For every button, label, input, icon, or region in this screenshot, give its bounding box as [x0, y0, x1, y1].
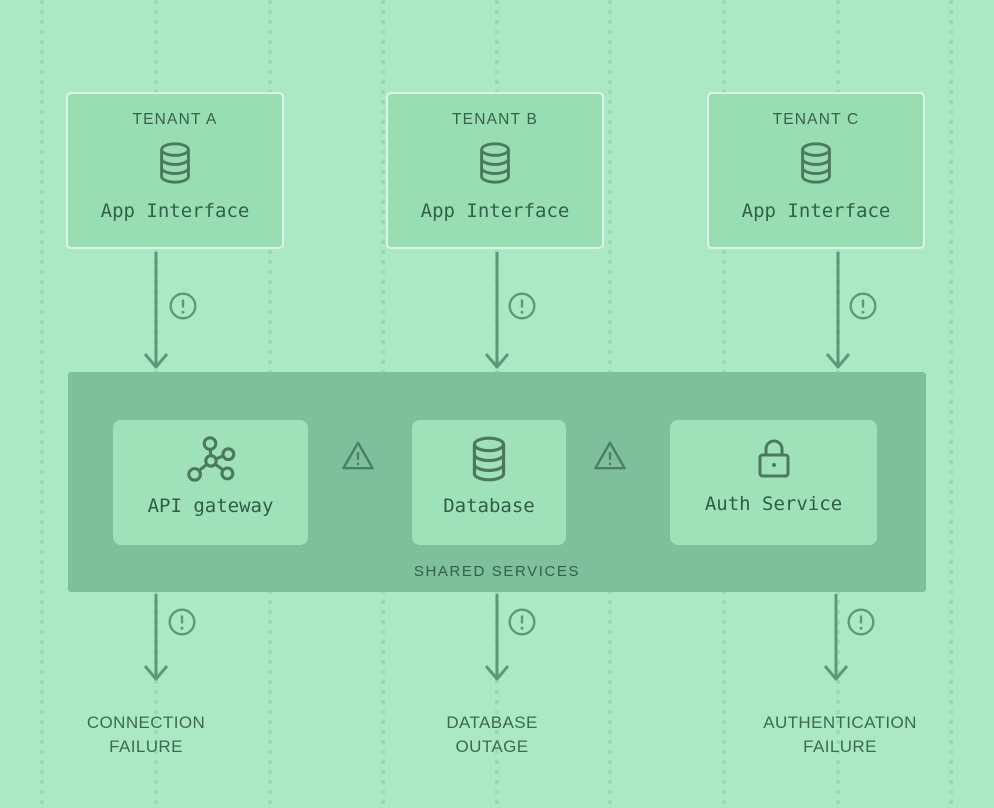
- exclamation-circle-icon: [169, 292, 197, 320]
- dotted-guide-line: [949, 0, 953, 808]
- exclamation-circle-icon: [168, 608, 196, 636]
- down-arrow: [825, 252, 851, 369]
- tenant-a-title: TENANT A: [132, 111, 218, 128]
- database-icon: [472, 140, 518, 191]
- failure-line: OUTAGE: [455, 737, 529, 756]
- api-gateway-label: API gateway: [147, 495, 274, 517]
- database-icon: [152, 140, 198, 191]
- down-arrow: [823, 594, 849, 681]
- tenant-b-box: TENANT B App Interface: [386, 92, 604, 249]
- tenant-c-box: TENANT C App Interface: [707, 92, 925, 249]
- failure-line: AUTHENTICATION: [763, 713, 917, 732]
- warning-triangle-icon: [594, 441, 626, 470]
- down-arrow: [484, 594, 510, 681]
- exclamation-circle-icon: [849, 292, 877, 320]
- exclamation-circle-icon: [847, 608, 875, 636]
- shared-services-title: SHARED SERVICES: [413, 563, 581, 580]
- lock-icon: [750, 434, 798, 487]
- database-icon: [793, 140, 839, 191]
- tenant-b-app-label: App Interface: [420, 200, 570, 222]
- down-arrow: [143, 594, 169, 681]
- failure-line: FAILURE: [803, 737, 877, 756]
- network-icon: [184, 434, 238, 489]
- failure-line: CONNECTION: [86, 713, 206, 732]
- tenant-c-app-label: App Interface: [741, 200, 891, 222]
- warning-triangle-icon: [342, 441, 374, 470]
- auth-service-box: Auth Service: [670, 420, 877, 545]
- failure-line: FAILURE: [109, 737, 183, 756]
- authentication-failure-label: AUTHENTICATION FAILURE: [710, 711, 970, 759]
- dotted-guide-line: [40, 0, 44, 808]
- down-arrow: [484, 252, 510, 369]
- api-gateway-box: API gateway: [113, 420, 308, 545]
- tenant-a-app-label: App Interface: [100, 200, 250, 222]
- database-outage-label: DATABASE OUTAGE: [362, 711, 622, 759]
- shared-database-label: Database: [443, 495, 535, 517]
- database-icon: [464, 434, 514, 489]
- connection-failure-label: CONNECTION FAILURE: [16, 711, 276, 759]
- down-arrow: [143, 252, 169, 369]
- failure-line: DATABASE: [446, 713, 538, 732]
- shared-database-box: Database: [412, 420, 566, 545]
- exclamation-circle-icon: [508, 608, 536, 636]
- exclamation-circle-icon: [508, 292, 536, 320]
- tenant-c-title: TENANT C: [772, 111, 860, 128]
- tenant-b-title: TENANT B: [452, 111, 538, 128]
- tenant-a-box: TENANT A App Interface: [66, 92, 284, 249]
- auth-service-label: Auth Service: [704, 493, 843, 515]
